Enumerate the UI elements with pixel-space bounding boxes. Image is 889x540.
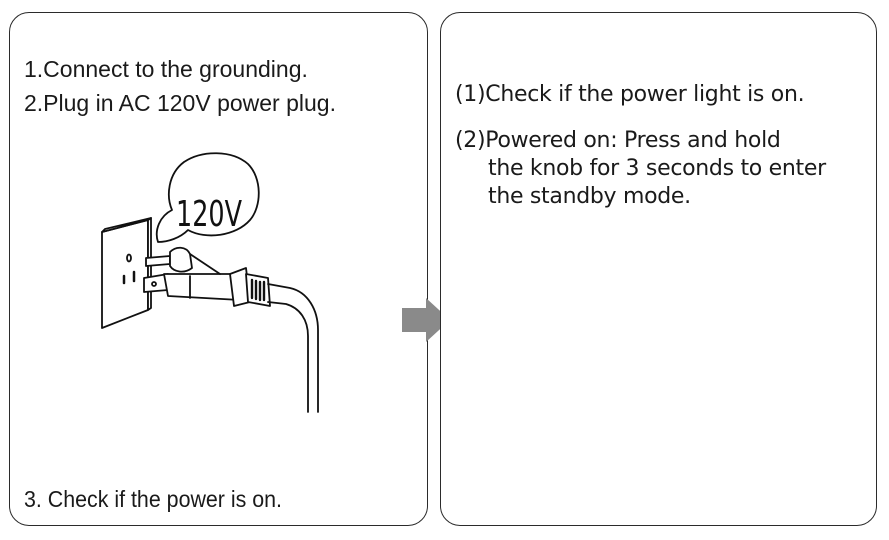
power-cord-icon [267,283,319,413]
right-arrow-icon [402,298,450,342]
voltage-label: 120V [176,194,242,235]
speech-bubble-icon [155,152,260,243]
step-3-text: 3. Check if the power is on. [24,486,283,512]
standby-line-2: the knob for 3 seconds to enter [488,156,826,181]
step-2-text: 2.Plug in AC 120V power plug. [24,90,336,116]
step-1-text: 1.Connect to the grounding. [24,56,308,82]
left-instruction-panel: 1.Connect to the grounding. 2.Plug in AC… [9,12,428,526]
wall-outlet-icon [101,217,152,329]
standby-line-3: the standby mode. [488,184,691,209]
right-instruction-panel: (1)Check if the power light is on. (2)Po… [440,12,877,526]
plug-illustration: 120V [101,152,319,413]
power-plug-icon [143,246,271,307]
standby-line-1: (2)Powered on: Press and hold [455,128,781,153]
standby-instruction-text: (2)Powered on: Press and hold the knob f… [455,127,826,211]
power-light-check-text: (1)Check if the power light is on. [455,82,805,107]
